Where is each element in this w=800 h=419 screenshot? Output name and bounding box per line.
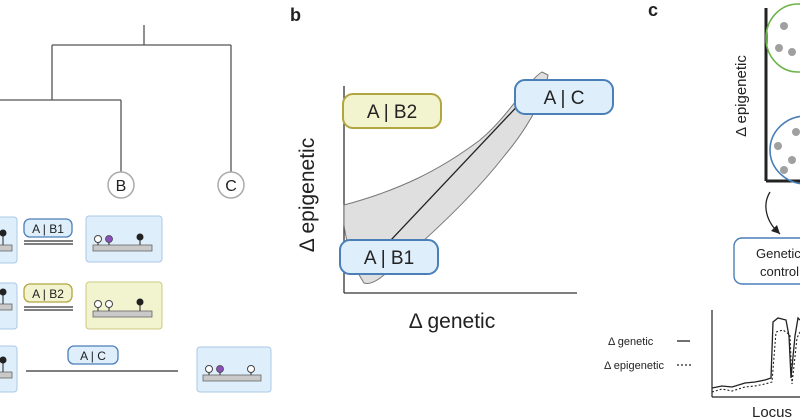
svg-text:control: control <box>760 264 799 279</box>
locus-card-a-row1 <box>0 216 18 264</box>
confidence-band <box>343 71 549 284</box>
genetic-trace <box>711 316 800 389</box>
pair-label-ab1: A | B1 <box>23 218 73 245</box>
plot-b-box-ab2: A | B2 <box>342 93 442 129</box>
plot-b-xlabel: Δ genetic <box>409 310 495 333</box>
tree-node-c: C <box>217 171 245 199</box>
locus-card-a-row3 <box>0 345 18 393</box>
data-point <box>788 156 796 164</box>
data-point <box>788 48 796 56</box>
arrowhead <box>771 225 780 234</box>
data-point <box>780 166 788 174</box>
pair-label-ab2: A | B2 <box>23 283 73 311</box>
plot-b-box-ac: A | C <box>514 79 614 115</box>
locus-card-a-row2 <box>0 282 18 330</box>
svg-text:A | B2: A | B2 <box>367 102 417 123</box>
plot-c-locus: Δ genetic Δ epigenetic Locus <box>604 310 800 419</box>
svg-text:A | B1: A | B1 <box>364 248 414 269</box>
legend-epigenetic-label: Δ epigenetic <box>604 360 664 372</box>
svg-text:A | B1: A | B1 <box>32 222 64 236</box>
locus-xlabel: Locus <box>752 404 792 419</box>
data-point <box>792 128 800 136</box>
pair-label-ac: A | C <box>26 345 178 372</box>
genetic-control-box: Genetic control <box>733 237 800 285</box>
cluster-blue <box>769 115 800 185</box>
locus-card-b2 <box>85 281 163 330</box>
data-point <box>774 142 782 150</box>
tree-node-b: B <box>107 171 135 199</box>
locus-card-b1 <box>85 215 163 263</box>
svg-text:Genetic: Genetic <box>756 246 800 261</box>
svg-text:A | C: A | C <box>544 88 585 109</box>
panel-label-b: b <box>290 5 301 25</box>
plot-b-box-ab1: A | B1 <box>339 239 439 275</box>
plot-b-ylabel: Δ epigenetic <box>296 138 319 252</box>
svg-text:B: B <box>116 178 127 195</box>
svg-text:A | B2: A | B2 <box>32 287 64 301</box>
epigenetic-trace <box>711 329 800 393</box>
trend-line <box>373 79 543 259</box>
plot-c-scatter: Δ epigenetic <box>733 3 800 185</box>
data-point <box>775 44 783 52</box>
panel-label-c: c <box>648 0 658 20</box>
plot-c-ylabel: Δ epigenetic <box>733 55 750 137</box>
locus-card-c <box>196 346 272 393</box>
svg-text:C: C <box>225 178 237 195</box>
legend-genetic-label: Δ genetic <box>608 336 654 348</box>
tree-diagram <box>0 25 232 172</box>
svg-text:A | C: A | C <box>80 349 106 363</box>
plot-b: Δ epigenetic Δ genetic A | B2 A | C A | … <box>296 71 614 333</box>
data-point <box>780 22 788 30</box>
cluster-green <box>765 3 800 73</box>
